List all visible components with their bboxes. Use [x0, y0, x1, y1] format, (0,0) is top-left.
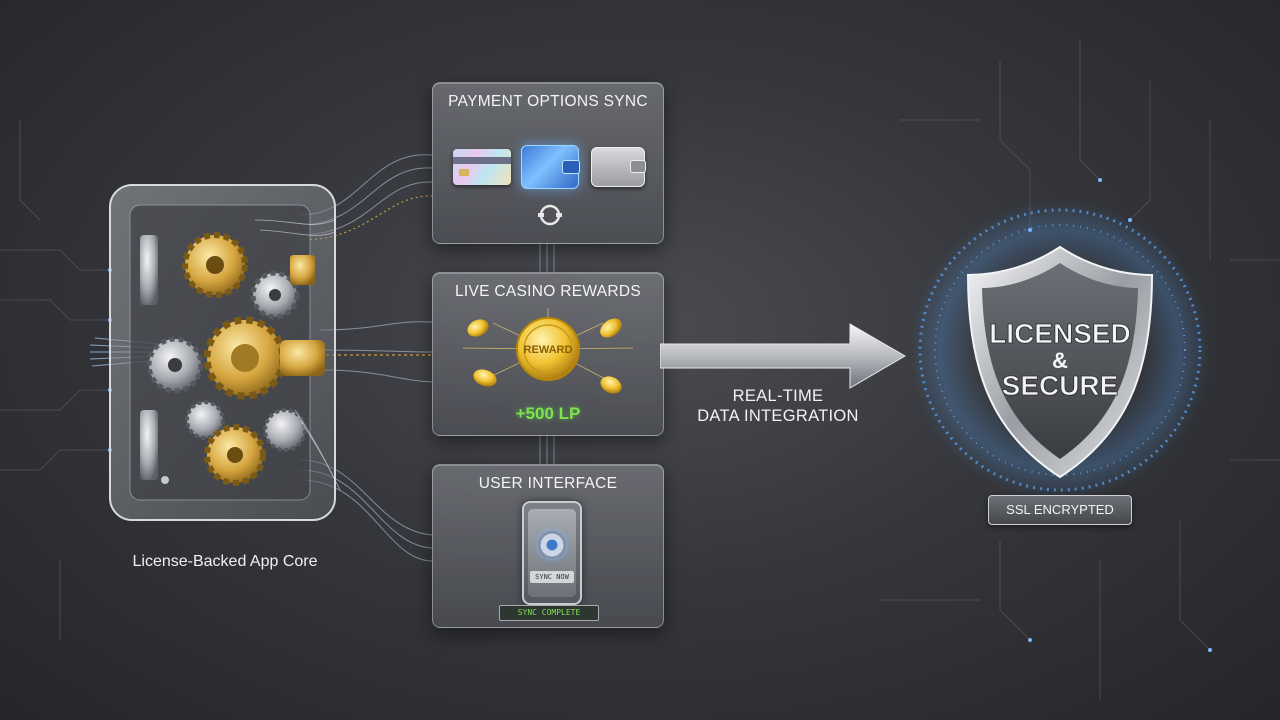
sync-icon [538, 204, 562, 226]
reward-coin-label: REWARD [524, 344, 573, 356]
gear-icon [203, 316, 287, 400]
arrow-label-line2: DATA INTEGRATION [697, 407, 859, 425]
user-interface-panel: USER INTERFACE SYNC NOW SYNC COMPLETE [432, 464, 664, 628]
sync-status-badge: SYNC COMPLETE [499, 605, 599, 621]
coin-icon [467, 319, 489, 337]
gear-icon [263, 408, 307, 452]
credit-card-icon [453, 149, 511, 185]
shield-text-line2: & [1052, 348, 1068, 373]
shield-text-line3: SECURE [1002, 370, 1119, 401]
shield-icon: LICENSED & SECURE [910, 200, 1210, 500]
ssl-badge: SSL ENCRYPTED [988, 495, 1132, 525]
reward-coin-icon [516, 317, 580, 381]
arrow-right-icon [660, 323, 906, 389]
coin-icon [473, 369, 497, 387]
arrow-label-line1: REAL-TIME [732, 387, 824, 405]
app-core-vault [109, 184, 341, 521]
phone-icon: SYNC NOW [522, 501, 582, 605]
gear-icon [204, 424, 266, 486]
reward-points: +500 LP [515, 404, 581, 423]
sync-now-label[interactable]: SYNC NOW [530, 571, 574, 583]
vault-caption: License-Backed App Core [132, 553, 318, 570]
panel-title: USER INTERFACE [478, 475, 618, 492]
gear-icon [250, 270, 300, 320]
gear-icon [182, 232, 248, 298]
gear-icon [146, 336, 204, 394]
gear-icon [185, 400, 225, 440]
panel-title: PAYMENT OPTIONS SYNC [448, 93, 648, 110]
coin-icon [600, 318, 622, 338]
arrow-label: REAL-TIME DATA INTEGRATION [668, 386, 888, 426]
wallet-icon [591, 147, 646, 187]
digital-wallet-icon [521, 145, 580, 189]
reward-coins-art: REWARD [462, 308, 634, 394]
payment-options-panel: PAYMENT OPTIONS SYNC [432, 82, 664, 244]
sync-now-button[interactable] [538, 531, 566, 559]
coin-icon [600, 376, 622, 394]
panel-title: LIVE CASINO REWARDS [455, 283, 641, 300]
casino-rewards-panel: LIVE CASINO REWARDS REWARD +500 LP [432, 272, 664, 436]
shield-text-line1: LICENSED [989, 318, 1131, 349]
phone-screen: SYNC NOW [528, 509, 576, 597]
